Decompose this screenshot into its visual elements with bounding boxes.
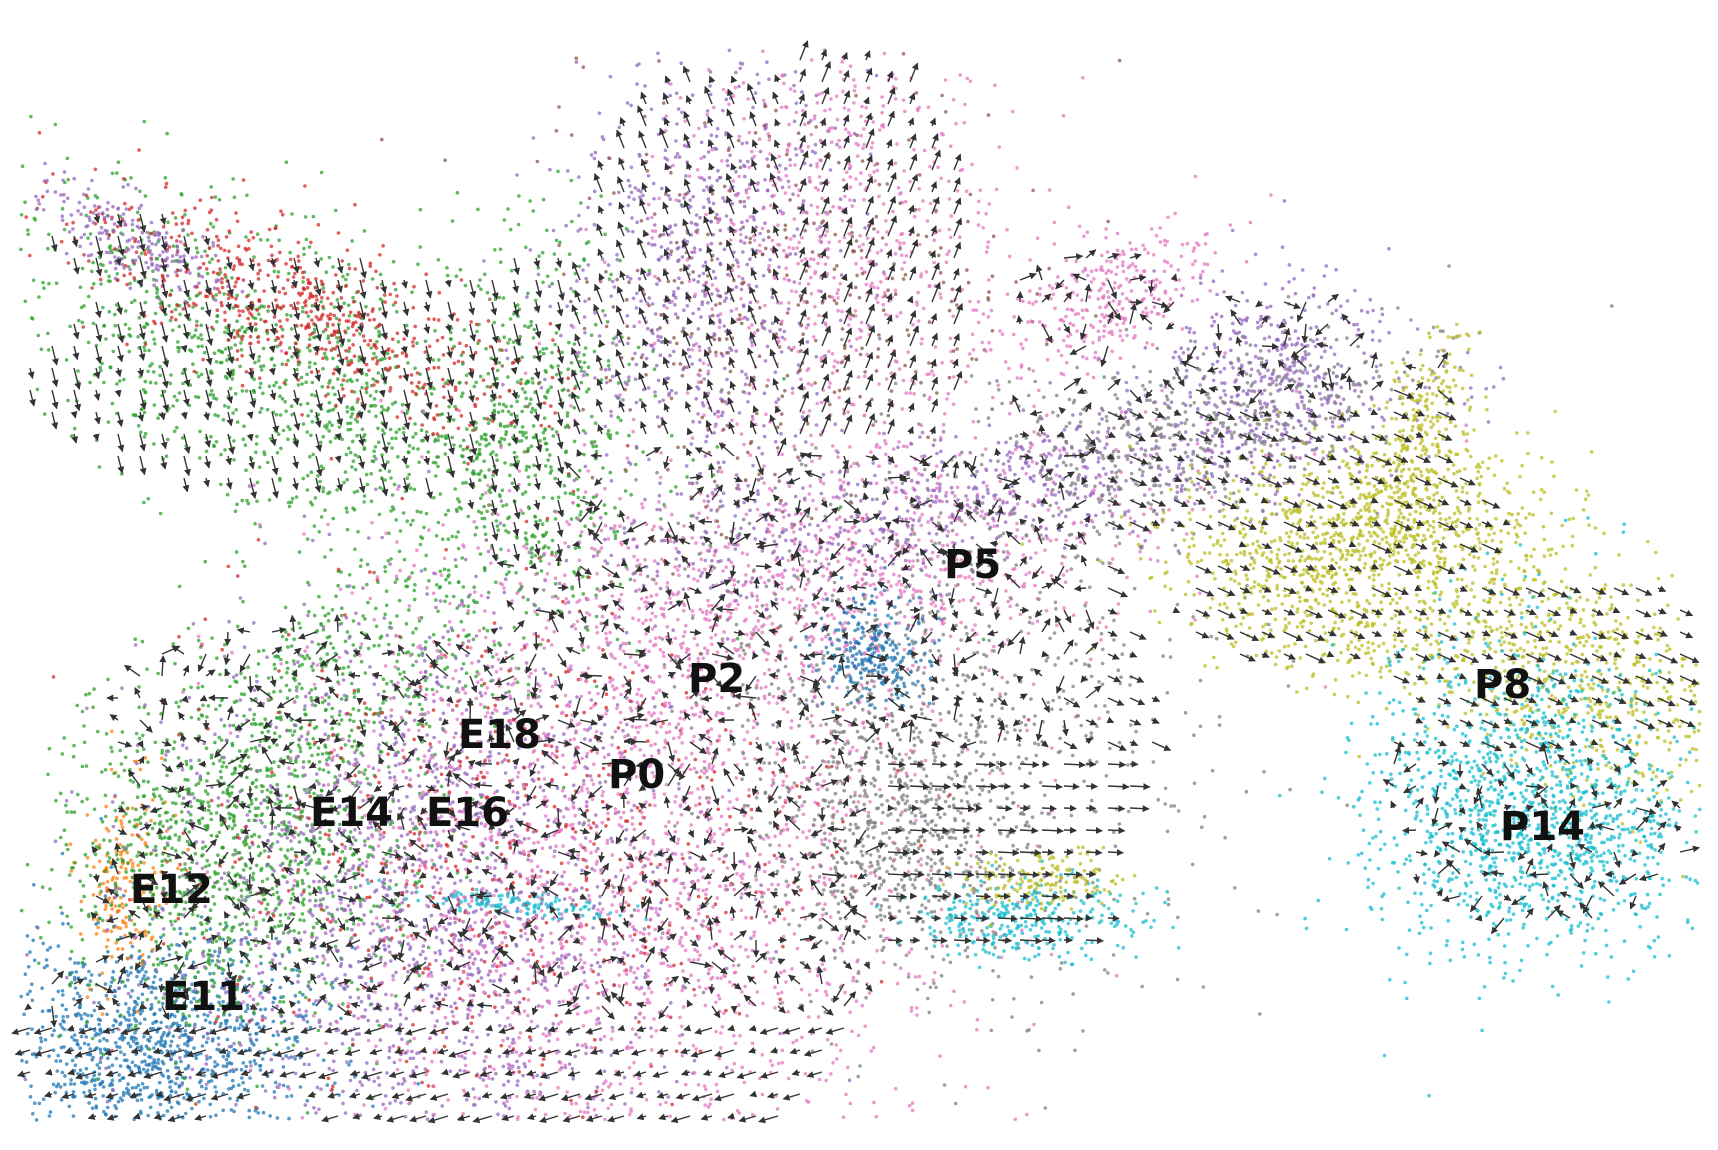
velocity-arrows — [11, 40, 1700, 1124]
label-e12: E12 — [130, 867, 213, 913]
stage-labels: E11 E12 E14 E16 E18 P0 P2 P5 P8 P14 — [130, 542, 1585, 1020]
label-e18: E18 — [458, 712, 541, 758]
label-p14: P14 — [1500, 804, 1585, 850]
label-p2: P2 — [688, 656, 745, 702]
label-p8: P8 — [1474, 662, 1531, 708]
cell-points — [19, 48, 1702, 1122]
label-p0: P0 — [608, 752, 665, 798]
label-p5: P5 — [944, 542, 1001, 588]
label-e16: E16 — [426, 790, 509, 836]
label-e14: E14 — [310, 790, 393, 836]
label-e11: E11 — [162, 974, 245, 1020]
